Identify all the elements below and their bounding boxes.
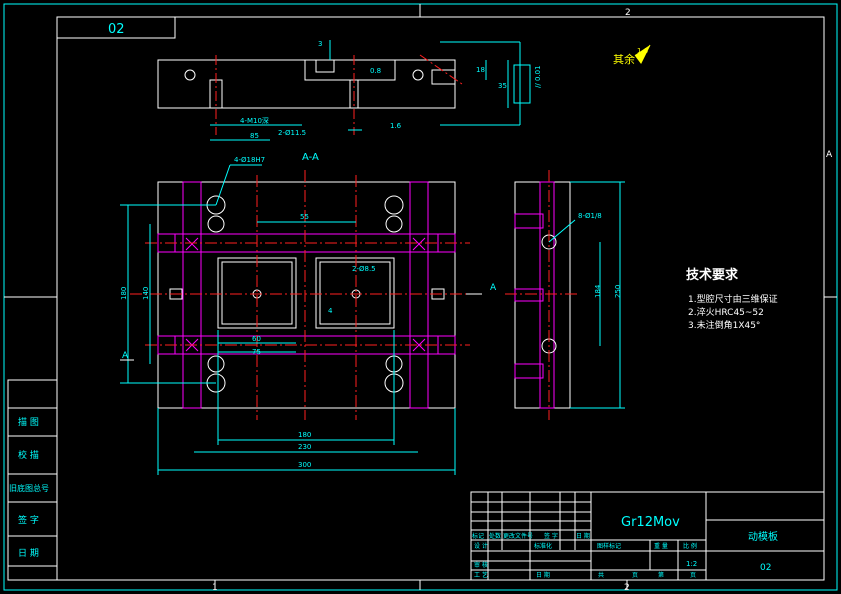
title-row4-label-3: 日 期 [536, 571, 550, 579]
plan-section-mark-left: A [122, 351, 129, 361]
section-tolerance-frame: // 0.01 [534, 65, 542, 88]
title-row1-label-2: 处数 [489, 532, 501, 540]
left-row-1: 描 图 [18, 416, 39, 428]
title-row1-label-5: 日 期 [576, 532, 590, 540]
title-sheet-label-3: 第 [658, 571, 664, 579]
tech-item-1: 1.型腔尺寸由三维保证 [688, 293, 778, 305]
side-label-hole: 8-Ø1/8 [578, 212, 602, 220]
title-row3-label-1: 审 核 [474, 561, 488, 569]
zone-label-right: A [826, 150, 833, 160]
section-dim-depth-top: 3 [318, 40, 322, 48]
title-drawing-no: 02 [760, 563, 771, 573]
section-dim-h1: 18 [476, 66, 485, 74]
section-dim-holes-2: 2-Ø11.5 [278, 129, 306, 137]
plan-label-hole: 4-Ø18H7 [234, 156, 265, 164]
title-row2-label-3: 标准化 [534, 542, 552, 550]
plan-dim-60: 60 [252, 335, 261, 343]
title-sheet-label-2: 页 [632, 572, 638, 579]
title-row1-label-1: 标记 [472, 532, 484, 540]
title-row2-label-1: 设 计 [474, 542, 488, 550]
side-view [505, 170, 625, 420]
left-row-4: 签 字 [18, 514, 39, 526]
left-row-3: 旧底图总号 [9, 483, 49, 493]
title-row4-label-1: 工 艺 [474, 571, 488, 579]
plan-dim-300: 300 [298, 461, 311, 469]
section-dim-width: 85 [250, 132, 259, 140]
title-scale: 1:2 [686, 560, 697, 568]
sheet-border [3, 3, 838, 591]
title-sheet-label-4: 页 [690, 572, 696, 579]
plan-dim-hole-center: 2-Ø8.5 [352, 265, 376, 273]
left-column [7, 379, 58, 581]
tech-item-3: 3.未注倒角1X45° [688, 319, 760, 331]
plan-dim-4: 4 [328, 307, 333, 315]
title-row1-label-3: 更改文件号 [503, 532, 533, 540]
roughness-rest-label: 其余 [613, 52, 635, 66]
title-block [470, 491, 825, 581]
roughness-symbol [634, 44, 651, 64]
plan-section-mark-right: A [490, 283, 497, 293]
left-row-5: 日 期 [18, 548, 39, 559]
zone-label-bottom-left: 1 [212, 583, 218, 593]
plan-dim-140: 140 [142, 287, 150, 300]
plan-dim-55: 55 [300, 213, 309, 221]
section-roughness-2: 1.6 [390, 122, 402, 130]
left-row-2: 校 描 [18, 449, 39, 461]
section-label: A-A [302, 152, 319, 163]
plan-dim-180-v: 180 [120, 287, 128, 300]
title-sheet-label-1: 共 [598, 571, 604, 579]
title-stage-label-3: 比 例 [683, 542, 697, 550]
plan-view [120, 164, 485, 475]
title-row1-label-4: 签 字 [544, 532, 558, 540]
title-stage-label-2: 重 量 [654, 542, 668, 550]
tech-item-2: 2.淬火HRC45~52 [688, 306, 764, 318]
side-dim-250: 250 [614, 285, 622, 298]
tech-title: 技术要求 [686, 267, 739, 283]
svg-text:02: 02 [108, 22, 125, 37]
section-dim-holes: 4-M10深 [240, 116, 269, 125]
zone-label-top: 2 [625, 8, 631, 18]
plan-dim-230: 230 [298, 443, 311, 451]
section-view [157, 40, 531, 141]
drawing-code-box: 02 [56, 16, 176, 39]
title-material: Gr12Mov [621, 515, 680, 530]
tech-requirements: 技术要求 1.型腔尺寸由三维保证 2.淬火HRC45~52 3.未注倒角1X45… [686, 267, 778, 331]
title-part-name: 动模板 [748, 530, 778, 543]
plan-dim-75: 75 [252, 348, 261, 356]
plan-dim-180-h: 180 [298, 431, 311, 439]
section-dim-h2: 35 [498, 82, 507, 90]
side-dim-184: 184 [594, 284, 602, 298]
title-stage-label-1: 图样标记 [597, 542, 621, 550]
section-roughness-1: 0.8 [370, 67, 381, 75]
zone-label-bottom-right: 2 [624, 583, 630, 593]
